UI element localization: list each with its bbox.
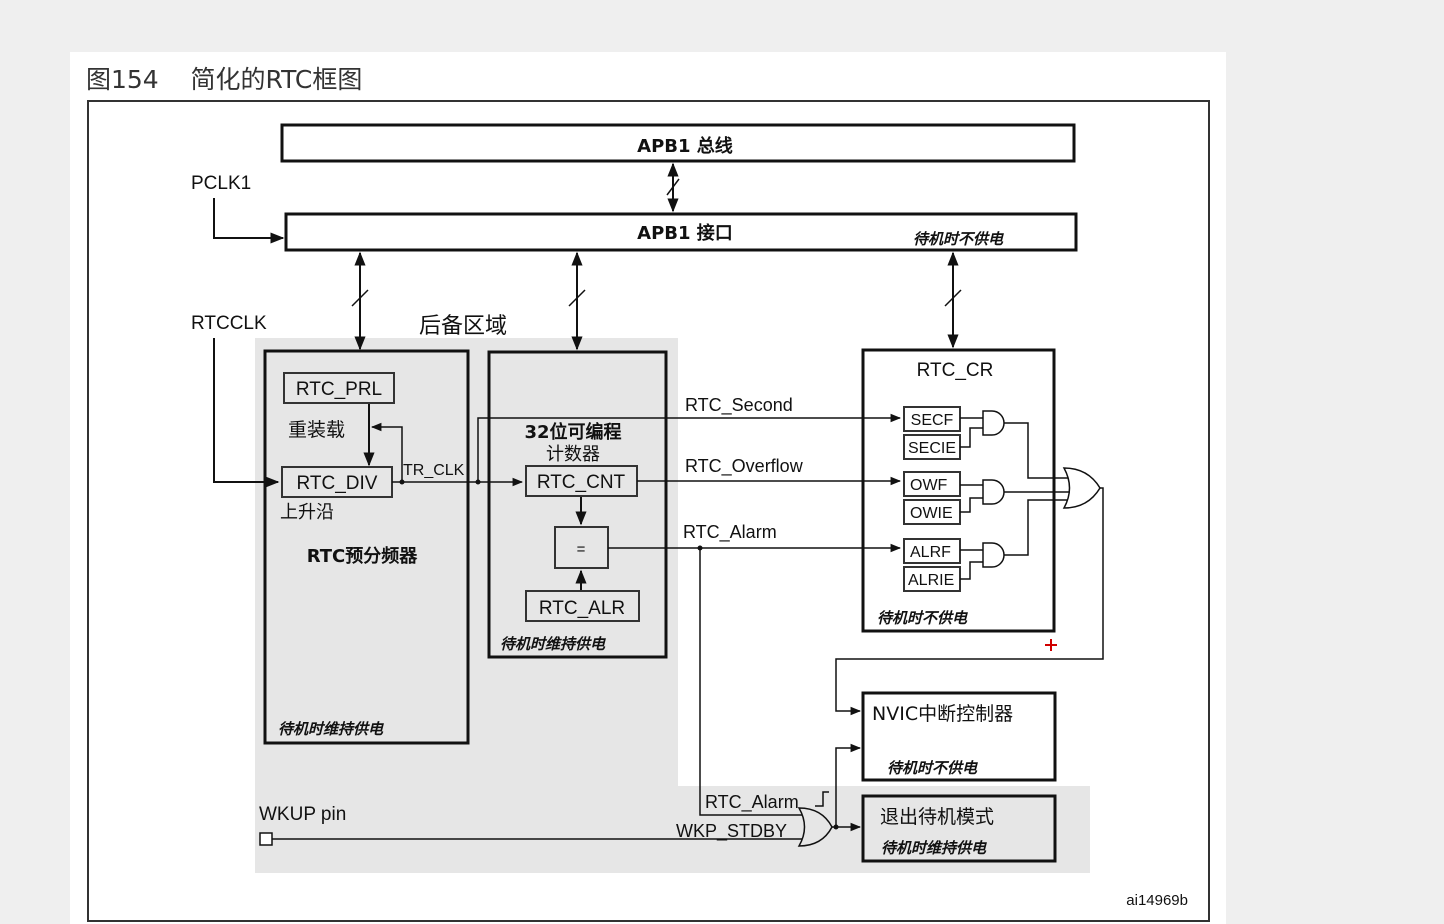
prescaler-power-label: 待机时维持供电: [278, 720, 384, 738]
nvic-block: [861, 691, 1057, 782]
pclk1-line: [213, 198, 285, 244]
interface-links: [351, 251, 962, 351]
apb1-bus-label: APB1 总线: [637, 135, 733, 157]
compare-label: =: [577, 541, 586, 558]
and-gates: [960, 410, 1005, 580]
rtc-alarm-2-label: RTC_Alarm: [705, 792, 799, 813]
rtc-cnt-label: RTC_CNT: [537, 472, 626, 493]
figure-title: 图154 简化的RTC框图: [86, 60, 362, 96]
counter-name-2: 计数器: [546, 444, 600, 465]
div-feedback-arrow: [370, 422, 403, 482]
apb1-interface-box: [284, 212, 1078, 252]
rtc-cr-name: RTC_CR: [917, 360, 994, 381]
counter-power-label: 待机时维持供电: [500, 635, 606, 653]
figure-id-label: ai14969b: [1126, 892, 1188, 909]
nvic-power-label: 待机时不供电: [887, 759, 978, 777]
reload-label: 重装载: [288, 419, 345, 441]
figure-number: 图154: [86, 65, 159, 94]
or-gate-interrupt: [1004, 422, 1101, 556]
prescaler-name: RTC预分频器: [307, 545, 419, 567]
rtc-overflow-label: RTC_Overflow: [685, 456, 804, 477]
standby-exit-block: [861, 794, 1057, 863]
rtc-alarm-label: RTC_Alarm: [683, 522, 777, 543]
standby-to-nvic-line: [835, 743, 862, 827]
tr-clk-junction-1: [399, 479, 405, 485]
alrf-box: [903, 538, 961, 564]
prescaler-block: [263, 349, 470, 745]
rtc-cr-power-label: 待机时不供电: [877, 609, 968, 627]
nvic-name: NVIC中断控制器: [872, 703, 1013, 725]
apb1-interface-power-label: 待机时不供电: [913, 230, 1004, 248]
counter-name-1: 32位可编程: [524, 421, 621, 443]
or-gate-standby: [797, 807, 833, 847]
backup-domain-region: [255, 338, 1090, 873]
rtc-alr-box: [525, 590, 640, 622]
cursor-plus-icon: [1045, 639, 1057, 651]
wkp-stdby-label: WKP_STDBY: [676, 821, 787, 842]
rising-edge-label: 上升沿: [280, 502, 334, 523]
rtc-prl-box: [283, 372, 395, 404]
standby-exit-name: 退出待机模式: [880, 806, 994, 828]
wkup-pin-square: [259, 832, 273, 846]
rtc-alr-label: RTC_ALR: [539, 598, 625, 619]
secie-label: SECIE: [908, 440, 956, 457]
rising-edge-symbol: [815, 791, 829, 807]
rtcclk-label: RTCCLK: [191, 313, 267, 334]
tr-clk-label: TR_CLK: [403, 462, 465, 479]
alrf-label: ALRF: [910, 544, 951, 561]
rtcclk-line: [213, 338, 280, 488]
rtc-div-label: RTC_DIV: [297, 473, 378, 494]
figure-caption: 简化的RTC框图: [190, 65, 363, 94]
wkup-pin-label: WKUP pin: [259, 804, 346, 825]
bus-interface-link: [666, 162, 680, 213]
counter-block: [487, 350, 668, 659]
rtc-second-label: RTC_Second: [685, 395, 793, 416]
alrie-label: ALRIE: [908, 572, 954, 589]
owf-box: [903, 471, 961, 497]
apb1-interface-label: APB1 接口: [637, 222, 733, 244]
rtc-cr-block: [861, 348, 1056, 633]
owf-label: OWF: [910, 477, 948, 494]
apb1-bus-box: [280, 123, 1076, 163]
backup-domain-label: 后备区域: [419, 314, 507, 339]
pclk1-label: PCLK1: [191, 173, 251, 194]
figure-frame: [87, 100, 1210, 922]
rtc-alarm-to-standby-line: [699, 548, 802, 816]
secf-box: [903, 406, 961, 432]
secf-label: SECF: [911, 412, 954, 429]
owie-label: OWIE: [910, 505, 953, 522]
rtc-prl-label: RTC_PRL: [296, 379, 382, 400]
standby-exit-power-label: 待机时维持供电: [881, 839, 987, 857]
interrupt-to-nvic-line: [835, 487, 1104, 716]
rtc-second-line: [477, 413, 902, 482]
